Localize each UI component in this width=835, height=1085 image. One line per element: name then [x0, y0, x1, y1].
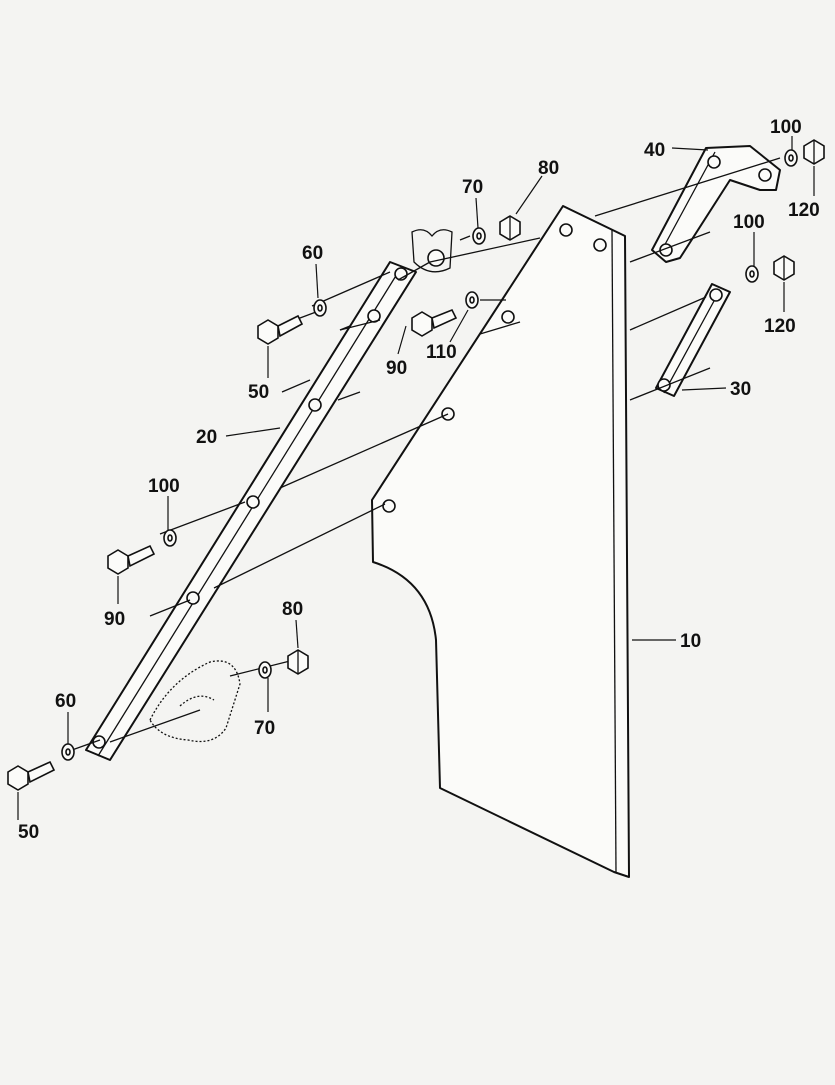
- assembly-lines: [71, 157, 781, 751]
- callout-30: 30: [730, 379, 751, 400]
- callout-60-bottom: 60: [55, 691, 76, 712]
- hole: [559, 223, 573, 237]
- mounting-tab-top: [411, 229, 453, 273]
- bolt-90-top: [411, 308, 458, 337]
- hole: [246, 495, 260, 509]
- callout-80-top: 80: [538, 158, 559, 179]
- washer-hole: [167, 534, 173, 542]
- callout-50-bottom: 50: [18, 822, 39, 843]
- bolt-50-top: [257, 314, 304, 345]
- callout-50-top: 50: [248, 382, 269, 403]
- nut-120-top: [803, 139, 825, 165]
- callout-90-top: 90: [386, 358, 407, 379]
- plate-part-10: [371, 205, 630, 878]
- callout-70-bottom: 70: [254, 718, 275, 739]
- mounting-tab-bottom: [149, 660, 241, 743]
- callout-20: 20: [196, 427, 217, 448]
- callout-110: 110: [426, 342, 457, 363]
- callout-100-mid: 100: [733, 212, 765, 233]
- washer-hole: [476, 232, 482, 240]
- callout-120-top: 120: [788, 200, 820, 221]
- hole: [186, 591, 200, 605]
- bolt-90-left: [107, 544, 156, 575]
- callout-40: 40: [644, 140, 665, 161]
- washer-hole: [788, 154, 794, 162]
- hole: [593, 238, 607, 252]
- callout-10: 10: [680, 631, 701, 652]
- washer-hole: [262, 666, 268, 674]
- bracket-part-40: [651, 145, 781, 263]
- washer-hole: [469, 296, 475, 304]
- strap-part-30: [655, 283, 731, 397]
- callout-70-top: 70: [462, 177, 483, 198]
- hole: [707, 155, 721, 169]
- callout-100-top: 100: [770, 117, 802, 138]
- callout-120-mid: 120: [764, 316, 796, 337]
- leader-lines: [17, 136, 815, 820]
- strut-part-20: [85, 261, 417, 761]
- nut-120-mid: [773, 255, 795, 281]
- callout-labels: 10 20 30 40 50 50 60 60 70 70 80 80 90 9…: [18, 117, 820, 843]
- nut-80-bottom: [287, 649, 309, 675]
- washer-hole: [749, 270, 755, 278]
- callout-90-left: 90: [104, 609, 125, 630]
- hole: [427, 249, 445, 267]
- callout-60-top: 60: [302, 243, 323, 264]
- hole: [308, 398, 322, 412]
- washer-hole: [317, 304, 323, 312]
- hole: [501, 310, 515, 324]
- hole: [382, 499, 396, 513]
- callout-80-bottom: 80: [282, 599, 303, 620]
- callout-100-left: 100: [148, 476, 180, 497]
- nut-80-top: [499, 215, 521, 241]
- hole: [709, 288, 723, 302]
- washer-hole: [65, 748, 71, 756]
- hole: [758, 168, 772, 182]
- bolt-50-bottom: [7, 760, 56, 791]
